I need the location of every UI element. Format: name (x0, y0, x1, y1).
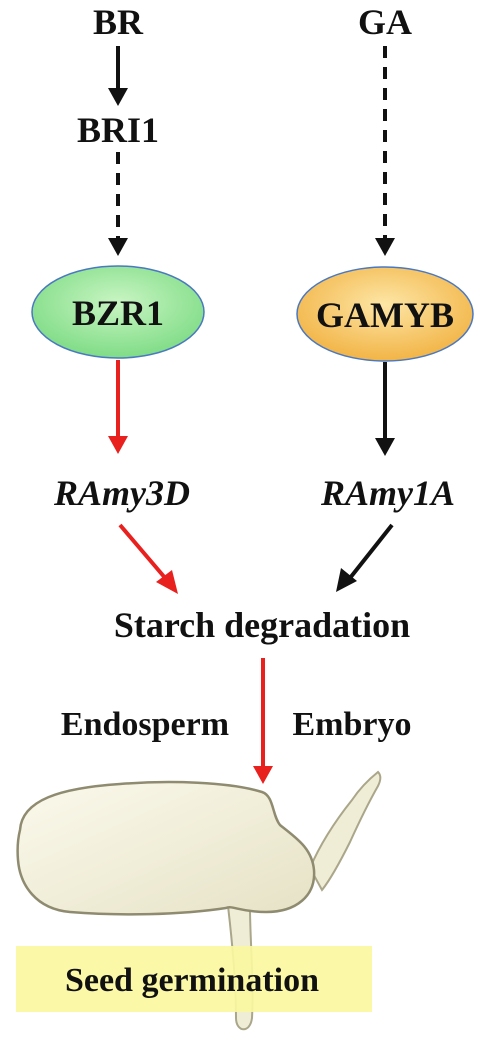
germination-highlight (16, 946, 372, 1012)
endosperm-label: Endosperm (61, 706, 229, 743)
gamyb-label: GAMYB (316, 295, 454, 335)
ga-label: GA (358, 2, 412, 42)
arrow-ramy1a-to-starch (336, 523, 394, 592)
arrow-starch-to-seed (253, 658, 273, 784)
arrow-bzr1-to-ramy3d (108, 360, 128, 454)
bzr1-label: BZR1 (72, 293, 164, 333)
arrow-br-to-bri1 (108, 46, 128, 106)
starch-degradation-label: Starch degradation (114, 605, 410, 645)
ramy3d-label: RAmy3D (53, 473, 190, 513)
arrow-ga-to-gamyb (375, 46, 395, 256)
arrow-bri1-to-bzr1 (108, 152, 128, 256)
bzr1-node: BZR1 (31, 265, 205, 359)
ramy1a-label: RAmy1A (320, 473, 455, 513)
arrow-gamyb-to-ramy1a (375, 362, 395, 456)
br-label: BR (93, 2, 144, 42)
embryo-label: Embryo (293, 706, 412, 743)
bri1-label: BRI1 (77, 110, 159, 150)
arrow-ramy3d-to-starch (118, 523, 178, 594)
seed-germination-label: Seed germination (65, 962, 319, 999)
gamyb-node: GAMYB (296, 266, 474, 362)
